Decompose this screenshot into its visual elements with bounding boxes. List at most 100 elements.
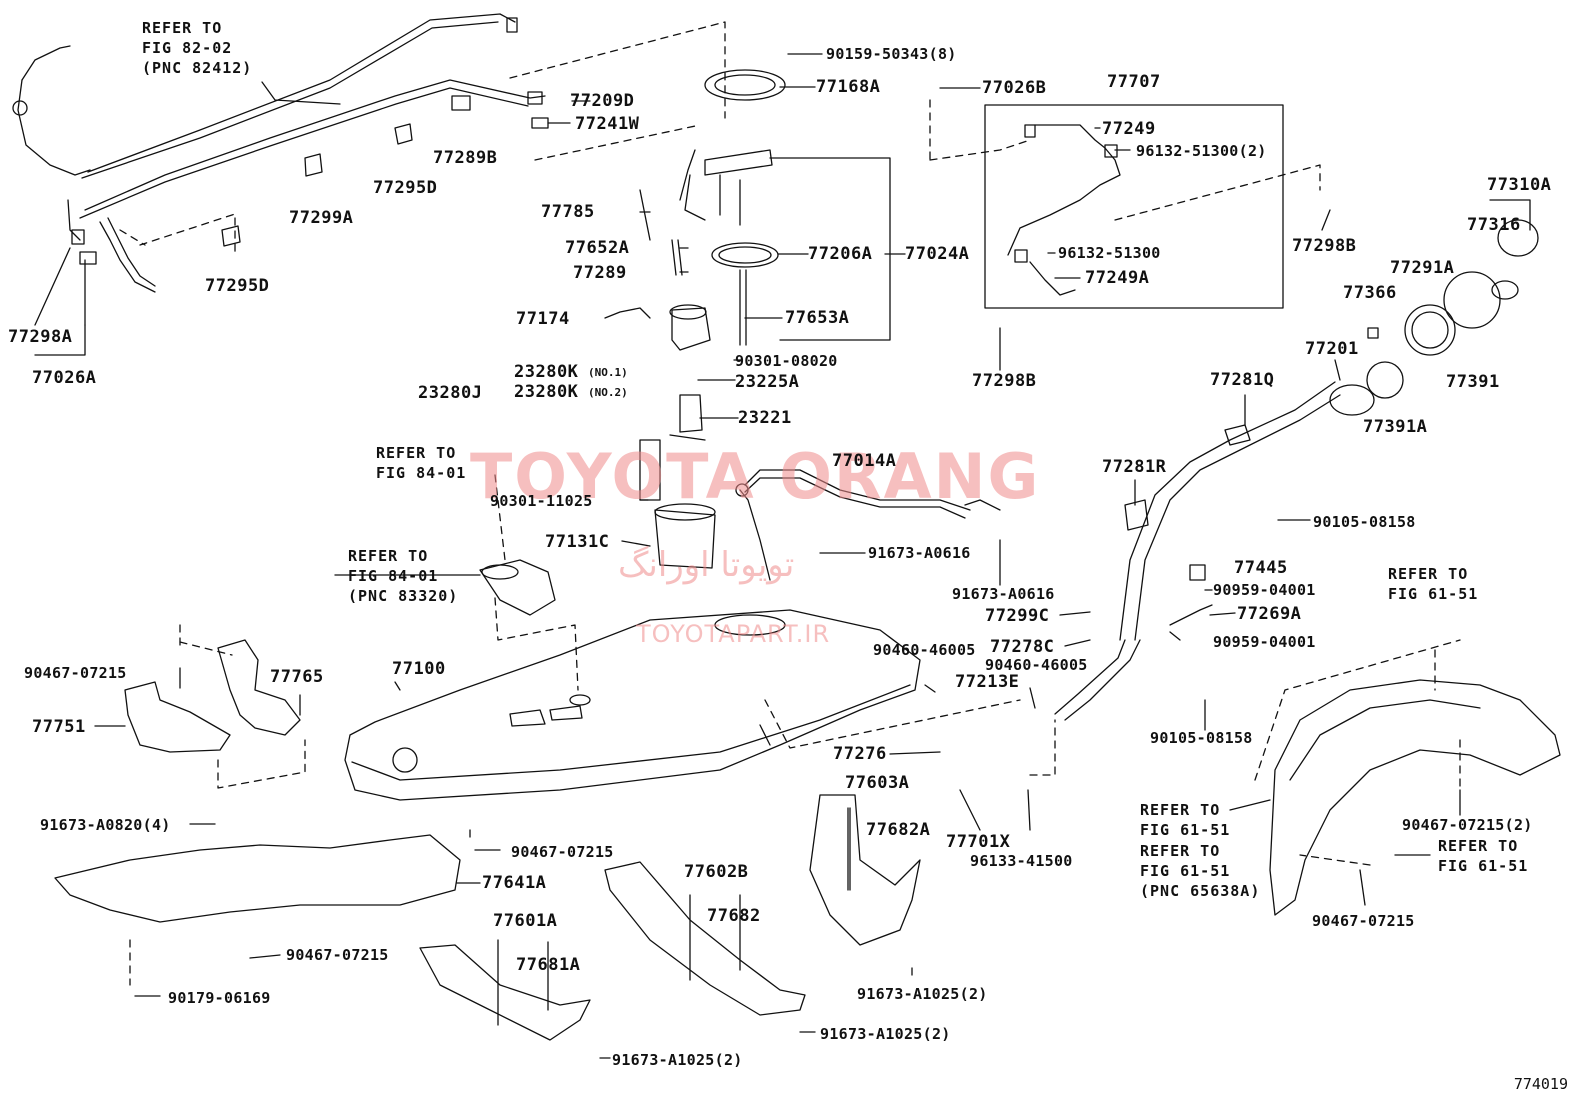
part-label: 96132-51300(2) bbox=[1136, 142, 1267, 160]
part-label: 77701X bbox=[946, 832, 1011, 852]
part-label: 96132-51300 bbox=[1058, 244, 1161, 262]
part-label: 77445 bbox=[1234, 558, 1288, 578]
refer-note-fig-61-51-c: REFER TO FIG 61-51 bbox=[1438, 837, 1529, 875]
part-label: 77601A bbox=[493, 911, 558, 931]
part-label: 90105-08158 bbox=[1313, 513, 1416, 531]
fuel-line-assembly-drawing bbox=[12, 13, 549, 293]
part-label: 23280K bbox=[514, 362, 579, 382]
part-sub-label: (NO.2) bbox=[588, 386, 628, 399]
part-label: 77213E bbox=[955, 672, 1020, 692]
part-label: 91673-A0616 bbox=[952, 585, 1055, 603]
part-label: 77391 bbox=[1446, 372, 1500, 392]
part-label: 77298A bbox=[8, 327, 73, 347]
part-label: 77026A bbox=[32, 368, 97, 388]
part-sub-label: (NO.1) bbox=[588, 366, 628, 379]
part-label: 77682 bbox=[707, 906, 761, 926]
part-label: 77316 bbox=[1467, 215, 1521, 235]
part-label: 77653A bbox=[785, 308, 850, 328]
part-label: 77291A bbox=[1390, 258, 1455, 278]
part-label: 77299C bbox=[985, 606, 1050, 626]
part-label: 77209D bbox=[570, 91, 635, 111]
refer-note-fig-61-51-a: REFER TO FIG 61-51 bbox=[1388, 565, 1479, 603]
assembly-brackets bbox=[769, 104, 1284, 341]
part-label: 23225A bbox=[735, 372, 800, 392]
part-label: 77641A bbox=[482, 873, 547, 893]
part-label: 96133-41500 bbox=[970, 852, 1073, 870]
fuel-tank-drawing bbox=[344, 609, 921, 801]
part-label: 77174 bbox=[516, 309, 570, 329]
leader-lines bbox=[34, 53, 1531, 1059]
part-label: 90460-46005 bbox=[873, 641, 976, 659]
part-label: 77681A bbox=[516, 955, 581, 975]
part-label: 90301-08020 bbox=[735, 352, 838, 370]
part-label: 77024A bbox=[905, 244, 970, 264]
part-label: 77206A bbox=[808, 244, 873, 264]
refer-note-fig-61-51-pnc: REFER TO FIG 61-51 (PNC 65638A) bbox=[1140, 842, 1261, 900]
diagram-code: 774019 bbox=[1513, 1075, 1568, 1093]
part-label: 77278C bbox=[990, 637, 1055, 657]
part-label: 91673-A0820(4) bbox=[40, 816, 171, 834]
reference-dashed-lines-2 bbox=[129, 474, 1461, 986]
part-label: 91673-A1025(2) bbox=[612, 1051, 743, 1069]
part-label: 77299A bbox=[289, 208, 354, 228]
part-label: 77707 bbox=[1107, 72, 1161, 92]
part-label: 77652A bbox=[565, 238, 630, 258]
part-label: 90467-07215 bbox=[24, 664, 127, 682]
brackets-and-bands-drawing bbox=[54, 639, 921, 1041]
part-label: 77241W bbox=[575, 114, 640, 134]
part-label: 77281R bbox=[1102, 457, 1167, 477]
part-label: 90460-46005 bbox=[985, 656, 1088, 674]
part-label: 90159-50343(8) bbox=[826, 45, 957, 63]
part-label: 90467-07215 bbox=[1312, 912, 1415, 930]
refer-note-fig-84-01: REFER TO FIG 84-01 bbox=[376, 444, 467, 482]
part-label: 90959-04001 bbox=[1213, 581, 1316, 599]
refer-note-fig-84-01-pnc: REFER TO FIG 84-01 (PNC 83320) bbox=[348, 547, 459, 605]
part-label: 77298B bbox=[972, 371, 1037, 391]
watermark-text: TOYOTA ORANG bbox=[470, 440, 1041, 513]
part-label: 77269A bbox=[1237, 604, 1302, 624]
part-label: 77295D bbox=[373, 178, 438, 198]
part-label: 77298B bbox=[1292, 236, 1357, 256]
watermark-url-text: TOYOTAPART.IR bbox=[636, 620, 831, 648]
part-label: 77751 bbox=[32, 717, 86, 737]
fuel-pump-assembly-drawing bbox=[479, 69, 1001, 616]
part-label: 90959-04001 bbox=[1213, 633, 1316, 651]
part-label: 91673-A1025(2) bbox=[820, 1025, 951, 1043]
part-label: 77765 bbox=[270, 667, 324, 687]
part-label: 90179-06169 bbox=[168, 989, 271, 1007]
part-label: 77276 bbox=[833, 744, 887, 764]
part-label: 77289 bbox=[573, 263, 627, 283]
part-label: 90105-08158 bbox=[1150, 729, 1253, 747]
part-label: 77366 bbox=[1343, 283, 1397, 303]
part-label: 90301-11025 bbox=[490, 492, 593, 510]
part-label: 77295D bbox=[205, 276, 270, 296]
refer-note-fig-61-51-b: REFER TO FIG 61-51 bbox=[1140, 801, 1231, 839]
part-label: 91673-A0616 bbox=[868, 544, 971, 562]
part-label: 77131C bbox=[545, 532, 610, 552]
part-label: 77603A bbox=[845, 773, 910, 793]
part-label: 77014A bbox=[832, 451, 897, 471]
part-label: 77026B bbox=[982, 78, 1047, 98]
part-label: 77310A bbox=[1487, 175, 1552, 195]
part-label: 90467-07215 bbox=[511, 843, 614, 861]
part-label: 77168A bbox=[816, 77, 881, 97]
filler-pipe-drawing bbox=[1054, 219, 1539, 721]
fender-liner-drawing bbox=[1269, 679, 1561, 916]
part-label: 77391A bbox=[1363, 417, 1428, 437]
part-label: 77201 bbox=[1305, 339, 1359, 359]
part-label: 77281Q bbox=[1210, 370, 1275, 390]
part-label: 23280J bbox=[418, 383, 483, 403]
part-label: 91673-A1025(2) bbox=[857, 985, 988, 1003]
watermark-farsi-text: تویوتا اورانگ bbox=[618, 545, 795, 585]
part-label: 23221 bbox=[738, 408, 792, 428]
part-label: 90467-07215 bbox=[286, 946, 389, 964]
part-label: 77785 bbox=[541, 202, 595, 222]
part-label: 77602B bbox=[684, 862, 749, 882]
part-label: 23280K bbox=[514, 382, 579, 402]
part-label: 77100 bbox=[392, 659, 446, 679]
part-label: 77249A bbox=[1085, 268, 1150, 288]
part-label: 77682A bbox=[866, 820, 931, 840]
part-label: 77249 bbox=[1102, 119, 1156, 139]
reference-dashed-lines bbox=[119, 21, 1321, 256]
